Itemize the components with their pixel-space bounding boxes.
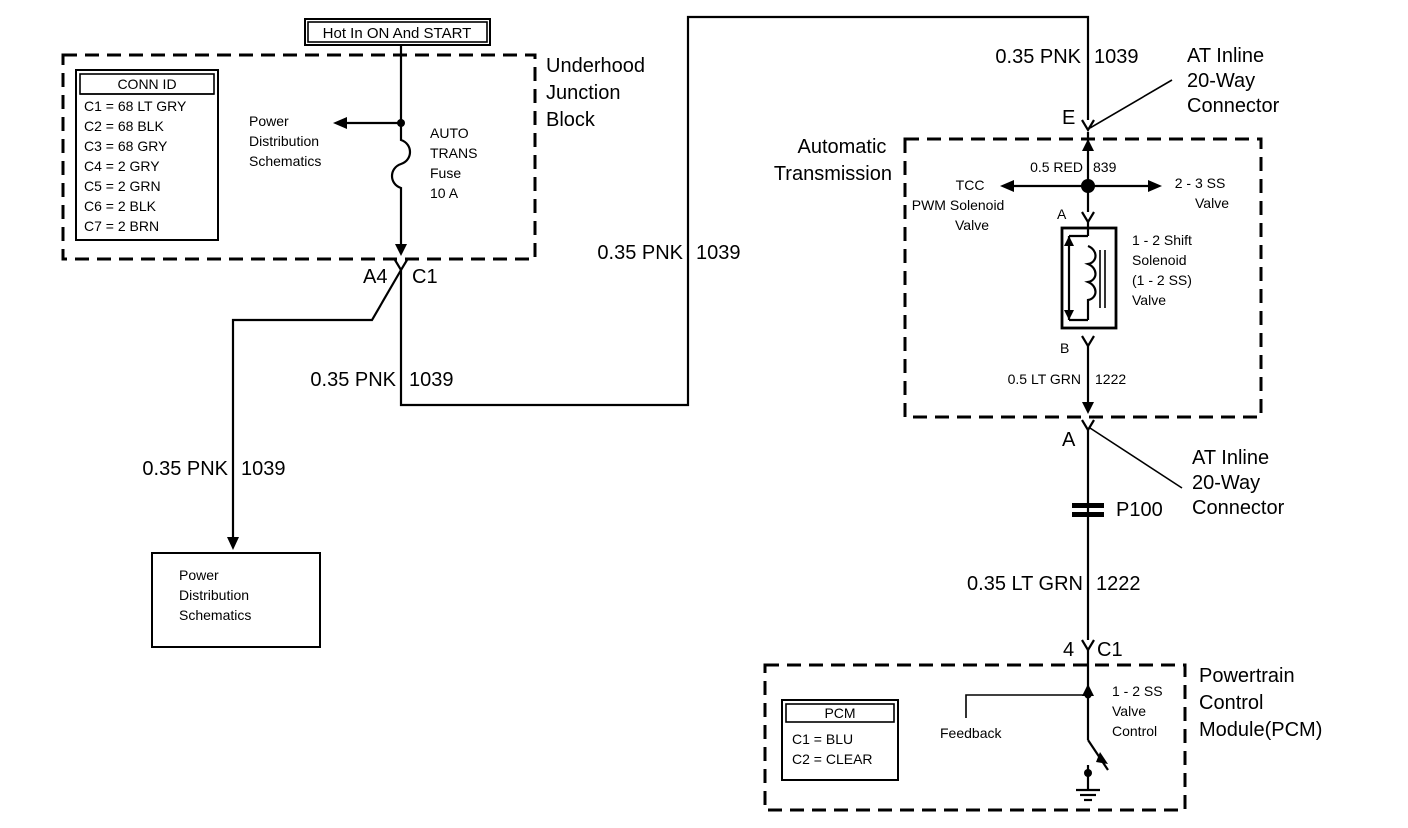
- arrow-down-icon: [1082, 402, 1094, 414]
- tcc-label: TCC PWM Solenoid Valve: [912, 177, 1008, 233]
- at-inline-connector-top: E AT Inline 20-Way Connector: [1062, 45, 1280, 133]
- wire-gauge-label: 0.35 LT GRN: [967, 573, 1083, 595]
- power-dist-box: Power Distribution Schematics: [151, 552, 321, 648]
- wire-circuit-label: 1039: [409, 369, 454, 391]
- power-dist-ref-label: Power Distribution Schematics: [249, 113, 323, 169]
- conn-id-row: C1 = 68 LT GRY: [84, 98, 187, 114]
- wire-to-power-dist: [231, 269, 402, 538]
- solenoid-icon: [1060, 222, 1118, 330]
- feedback-wire: [965, 694, 1088, 718]
- arrow-up-icon: [1082, 139, 1094, 151]
- pcm-module: Powertrain Control Module(PCM) PCM C1 = …: [763, 650, 1322, 812]
- wire-gauge-label: 0.35 PNK: [142, 458, 228, 480]
- conn-id-row: C2 = 68 BLK: [84, 118, 164, 134]
- splice-icon: [1072, 503, 1104, 508]
- wire-gauge-label: 0.5 RED: [1030, 159, 1083, 175]
- wire-circuit-label: 1039: [696, 242, 741, 264]
- arrow-up-icon: [1082, 684, 1094, 696]
- pcm-title: Powertrain Control Module(PCM): [1199, 665, 1322, 741]
- wire-gauge-label: 0.5 LT GRN: [1008, 371, 1081, 387]
- conn-id-table: CONN ID C1 = 68 LT GRY C2 = 68 BLK C3 = …: [75, 69, 219, 241]
- ground-icon: [1076, 769, 1100, 802]
- wire-circuit-label: 1222: [1095, 371, 1126, 387]
- svg-text:Schematics: Schematics: [179, 607, 251, 623]
- conn-id-row: C3 = 68 GRY: [84, 138, 168, 154]
- wire-main-1039: [399, 15, 1090, 407]
- arrow-down-icon: [395, 244, 407, 256]
- conn-id-row: C7 = 2 BRN: [84, 218, 159, 234]
- conn-id-header: CONN ID: [117, 76, 176, 92]
- at-inline-top-pin: E: [1062, 107, 1075, 129]
- at-inline-bottom-label: AT Inline 20-Way Connector: [1192, 447, 1285, 519]
- conn-id-row: C4 = 2 GRY: [84, 158, 160, 174]
- power-source-label: Hot In ON And START: [323, 25, 472, 42]
- solenoid-label: 1 - 2 Shift Solenoid (1 - 2 SS) Valve: [1132, 232, 1196, 308]
- conn-id-row: C6 = 2 BLK: [84, 198, 157, 214]
- switch-icon: [1086, 739, 1109, 790]
- underhood-connector-id: C1: [412, 266, 438, 288]
- automatic-transmission: Automatic Transmission 0.5 RED 839 TCC P…: [774, 132, 1263, 419]
- transmission-title: Automatic Transmission: [774, 136, 892, 185]
- wire-gauge-label: 0.35 PNK: [597, 242, 683, 264]
- pcm-conn-id-header: PCM: [824, 705, 855, 721]
- at-inline-bottom-pin: A: [1062, 429, 1076, 451]
- pcm-connector-id: C1: [1097, 639, 1123, 661]
- arrow-right-icon: [1148, 180, 1162, 192]
- underhood-junction-block: Underhood Junction Block CONN ID C1 = 68…: [61, 45, 651, 261]
- connector-icon: [394, 259, 408, 273]
- fuse-label: AUTO TRANS Fuse 10 A: [430, 125, 481, 201]
- power-source: Hot In ON And START: [304, 18, 491, 46]
- wire-circuit-label: 1039: [241, 458, 286, 480]
- wire-gauge-label: 0.35 PNK: [310, 369, 396, 391]
- conn-id-row: C5 = 2 GRN: [84, 178, 161, 194]
- arrow-down-icon: [227, 537, 239, 550]
- solenoid-pin-b: B: [1060, 340, 1069, 356]
- arrow-left-icon: [333, 117, 347, 129]
- fuse-icon: [390, 45, 412, 245]
- svg-text:Power: Power: [179, 567, 219, 583]
- arrow-left-icon: [1000, 180, 1014, 192]
- pcm-conn-id-row: C1 = BLU: [792, 731, 853, 747]
- at-inline-connector-bottom: A AT Inline 20-Way Connector: [1062, 419, 1285, 519]
- wire-gauge-label: 0.35 PNK: [995, 46, 1081, 68]
- connector-icon: [1081, 639, 1095, 653]
- underhood-block-title: Underhood Junction Block: [546, 55, 651, 131]
- connector-icon: [1081, 119, 1095, 133]
- underhood-connector-pin: A4: [363, 266, 387, 288]
- feedback-label: Feedback: [940, 725, 1002, 741]
- wire-circuit-label: 1039: [1094, 46, 1139, 68]
- ss23-label: 2 - 3 SS Valve: [1175, 175, 1229, 211]
- pcm-connector-pin: 4: [1063, 639, 1074, 661]
- pcm-conn-id-row: C2 = CLEAR: [792, 751, 873, 767]
- wire-circuit-label: 1222: [1096, 573, 1141, 595]
- splice-label: P100: [1116, 499, 1163, 521]
- at-inline-top-label: AT Inline 20-Way Connector: [1187, 45, 1280, 117]
- pcm-conn-id-table: PCM C1 = BLU C2 = CLEAR: [781, 699, 899, 781]
- p100-splice: P100: [1072, 499, 1163, 521]
- svg-text:Distribution: Distribution: [179, 587, 249, 603]
- wire-circuit-label: 839: [1093, 159, 1117, 175]
- solenoid-pin-a: A: [1057, 206, 1067, 222]
- valve-control-label: 1 - 2 SS Valve Control: [1112, 683, 1166, 739]
